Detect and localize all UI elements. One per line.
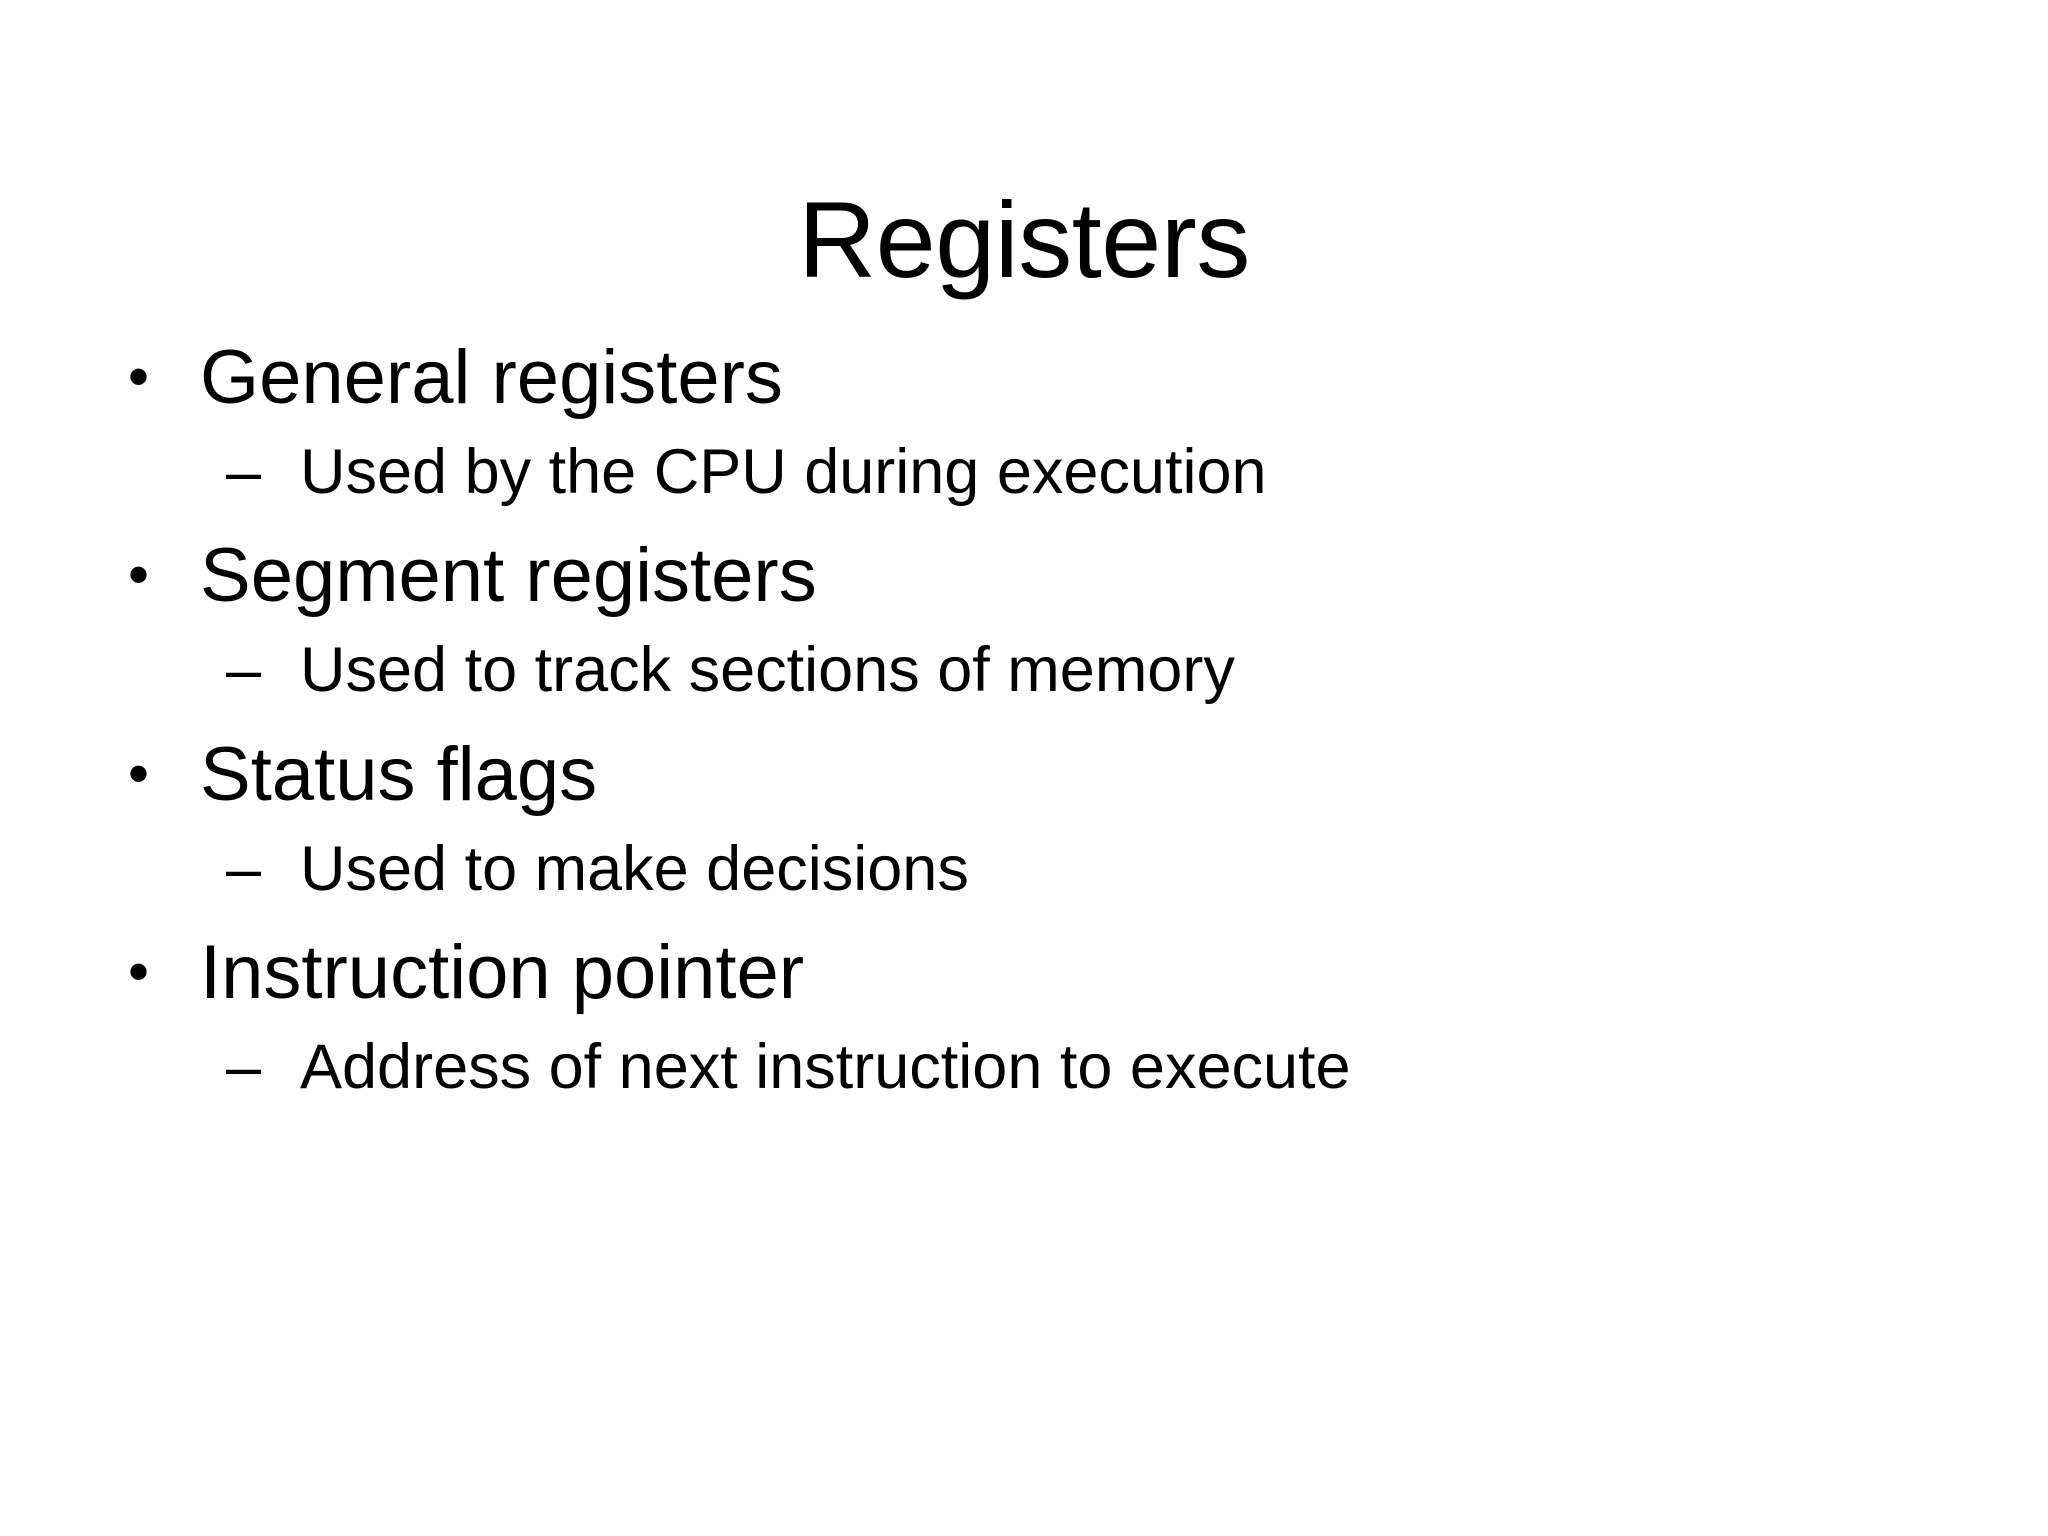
bullet-dash-icon: –: [226, 436, 262, 507]
list-item-label: Status flags: [200, 731, 598, 817]
list-item-label: Used to track sections of memory: [300, 635, 1235, 706]
list-item-level-1[interactable]: • Instruction pointer: [0, 925, 2048, 1021]
bullet-dash-icon: –: [226, 635, 262, 706]
bullet-group: • Instruction pointer – Address of next …: [0, 925, 2048, 1107]
bullet-dot-icon: •: [128, 739, 150, 807]
list-item-level-2[interactable]: – Used to track sections of memory: [0, 630, 2048, 711]
bullet-dot-icon: •: [128, 541, 150, 609]
page-title: Registers: [798, 179, 1250, 301]
list-item-label: Used to make decisions: [300, 833, 969, 904]
bullet-group: • Status flags – Used to make decisions: [0, 727, 2048, 909]
bullet-group: • General registers – Used by the CPU du…: [0, 330, 2048, 512]
bullet-group: • Segment registers – Used to track sect…: [0, 528, 2048, 710]
list-item-level-2[interactable]: – Used by the CPU during execution: [0, 432, 2048, 513]
bullet-list: • General registers – Used by the CPU du…: [0, 330, 2048, 1120]
list-item-label: Used by the CPU during execution: [300, 436, 1267, 507]
list-item-label: Address of next instruction to execute: [300, 1031, 1351, 1102]
list-item-level-2[interactable]: – Used to make decisions: [0, 829, 2048, 910]
list-item-level-1[interactable]: • General registers: [0, 330, 2048, 426]
list-item-level-1[interactable]: • Segment registers: [0, 528, 2048, 624]
list-item-level-1[interactable]: • Status flags: [0, 727, 2048, 823]
list-item-label: General registers: [200, 335, 783, 420]
bullet-dot-icon: •: [128, 343, 150, 410]
bullet-dash-icon: –: [226, 1031, 262, 1102]
list-item-label: Instruction pointer: [200, 930, 805, 1016]
bullet-dash-icon: –: [226, 833, 262, 904]
list-item-label: Segment registers: [200, 533, 817, 619]
bullet-dot-icon: •: [128, 938, 150, 1006]
list-item-level-2[interactable]: – Address of next instruction to execute: [0, 1027, 2048, 1108]
